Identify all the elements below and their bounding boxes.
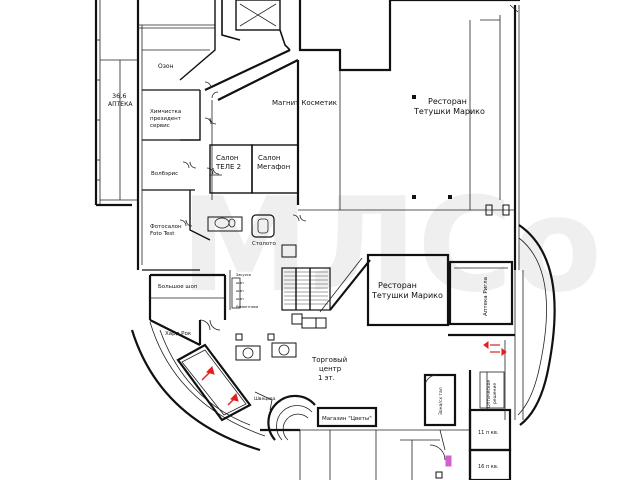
label-torgovy-1: Торговый (311, 356, 347, 364)
label-small-2: шоп (236, 289, 244, 293)
label-restoran-mid-1: Ресторан (378, 281, 417, 290)
outer-walls (94, 0, 556, 452)
label-small-1: шоп (236, 281, 244, 285)
restaurant-block (298, 4, 519, 216)
left-shops (96, 0, 216, 271)
exit-arrows (201, 341, 507, 406)
label-bolshe-shop: Большое шоп (158, 284, 198, 290)
restaurant-mid (366, 253, 514, 327)
room-labels: 36,6 АПТЕКА Озон Химчистка президент сер… (108, 63, 499, 470)
watermark: МЛСо (180, 169, 602, 321)
central-fixtures (207, 214, 327, 361)
label-tele2-1: Салон (216, 154, 239, 162)
label-restoran-top-1: Ресторан (428, 97, 467, 106)
label-himchistka-1: Химчистка (150, 109, 181, 115)
label-stoloto: Столото (252, 241, 276, 247)
label-hard-rok: Хард Рок (165, 331, 192, 337)
label-torgovy-2: центр (319, 365, 342, 373)
label-small-3: шоп (236, 297, 244, 301)
label-torgovy-3: 1 эт. (318, 374, 335, 382)
label-megafon-2: Мегафон (257, 163, 290, 171)
label-restoran-mid-2: Тетушки Марико (371, 291, 443, 300)
label-himchistka-3: сервис (150, 123, 170, 129)
label-room-16: 16 п кв. (478, 464, 499, 470)
label-apteka-1: 36,6 (112, 92, 126, 100)
escalator (281, 257, 371, 313)
label-fotosalon-2: Foto Test (150, 231, 175, 237)
label-volberis: Волбэрис (151, 171, 178, 177)
label-zone-vert: Зона/сх тал (438, 387, 444, 415)
bottom-left-shops (148, 270, 273, 422)
label-magazin-cvety: Магазин "Цветы" (322, 416, 372, 422)
label-small-4: Ремонтники (236, 305, 258, 309)
label-optics-2: решение (493, 383, 498, 404)
label-small-0: Закуски (236, 273, 251, 277)
label-ozon: Озон (158, 63, 174, 70)
label-apteka-rigla: Аптека Ригла (483, 277, 489, 316)
label-apteka-2: АПТЕКА (108, 101, 133, 108)
label-room-11: 11 п кв. (478, 430, 499, 436)
label-shvetsova: Швецова (254, 396, 276, 402)
label-himchistka-2: президент (150, 116, 182, 122)
bottom-center (260, 394, 460, 480)
label-fotosalon-1: Фотосалон (150, 224, 182, 230)
label-tele2-2: ТЕЛЕ 2 (215, 163, 241, 171)
label-optics-1: Оптическое (486, 380, 492, 408)
label-magnit: Магнит Косметик (272, 99, 337, 107)
bottom-right-rooms (423, 270, 524, 480)
salons (209, 144, 299, 194)
label-restoran-top-2: Тетушки Марико (413, 107, 485, 116)
label-megafon-1: Салон (258, 154, 281, 162)
